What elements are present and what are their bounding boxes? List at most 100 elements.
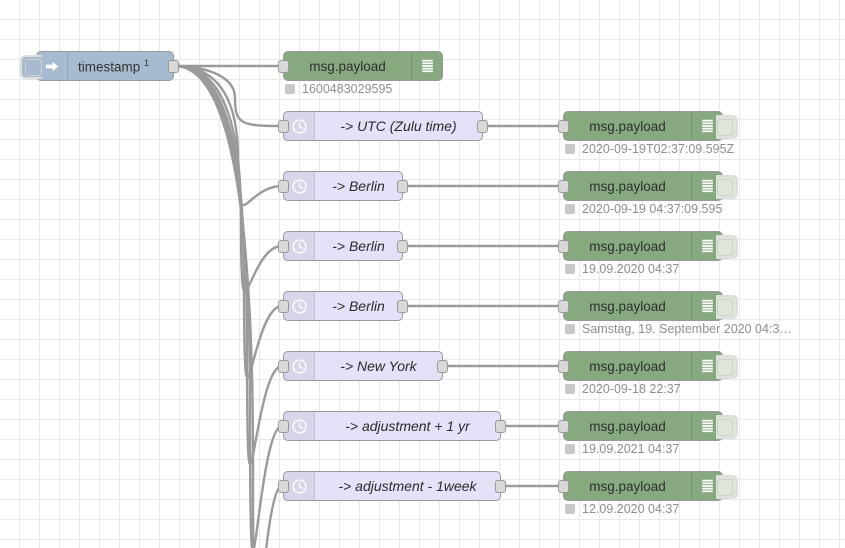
inject-trigger-button[interactable] <box>20 55 42 79</box>
node-input-port[interactable] <box>558 240 569 253</box>
node-input-port[interactable] <box>278 60 289 73</box>
debug-node-debug-5[interactable]: msg.payload <box>558 351 738 381</box>
debug-node-label: msg.payload <box>589 478 666 494</box>
status-dot <box>565 204 575 214</box>
node-input-port[interactable] <box>278 240 289 253</box>
debug-toggle-face <box>717 419 733 436</box>
node-output-port[interactable] <box>397 300 408 313</box>
debug-enable-toggle[interactable] <box>716 235 738 259</box>
debug-lines-icon <box>691 412 722 440</box>
status-dot <box>565 384 575 394</box>
clock-icon <box>284 232 315 260</box>
time-node-time-6[interactable]: -> adjustment + 1 yr <box>278 411 506 441</box>
node-input-port[interactable] <box>558 480 569 493</box>
node-input-port[interactable] <box>558 360 569 373</box>
time-node-time-3[interactable]: -> Berlin <box>278 231 408 261</box>
node-output-port[interactable] <box>168 60 179 73</box>
node-input-port[interactable] <box>278 120 289 133</box>
debug-node-debug-1[interactable]: msg.payload <box>558 111 738 141</box>
debug-lines-icon <box>691 472 722 500</box>
clock-icon <box>284 292 315 320</box>
status-text: 1600483029595 <box>302 82 393 96</box>
node-input-port[interactable] <box>558 180 569 193</box>
node-output-port[interactable] <box>495 480 506 493</box>
status-dot <box>565 444 575 454</box>
clock-icon <box>284 112 315 140</box>
status-dot <box>565 144 575 154</box>
time-node-label: -> Berlin <box>332 298 385 314</box>
node-output-port[interactable] <box>477 120 488 133</box>
time-node-label: -> Berlin <box>332 238 385 254</box>
debug-node-label: msg.payload <box>589 118 666 134</box>
debug-node-label: msg.payload <box>589 238 666 254</box>
wire <box>174 64 283 207</box>
node-input-port[interactable] <box>278 300 289 313</box>
wire <box>174 64 283 548</box>
wire <box>174 64 283 548</box>
node-input-port[interactable] <box>278 360 289 373</box>
inject-node-timestamp[interactable]: timestamp 1 <box>20 51 179 81</box>
debug-lines-icon <box>691 352 722 380</box>
debug-enable-toggle[interactable] <box>716 295 738 319</box>
time-node-label: -> adjustment - 1week <box>338 478 477 494</box>
clock-icon <box>284 412 315 440</box>
debug-node-debug-0[interactable]: msg.payload <box>278 51 443 81</box>
node-status: 2020-09-19T02:37:09.595Z <box>565 142 734 156</box>
debug-node-debug-7[interactable]: msg.payload <box>558 471 738 501</box>
node-input-port[interactable] <box>558 120 569 133</box>
time-node-time-7[interactable]: -> adjustment - 1week <box>278 471 506 501</box>
debug-enable-toggle[interactable] <box>716 115 738 139</box>
debug-enable-toggle[interactable] <box>716 475 738 499</box>
debug-toggle-face <box>717 359 733 376</box>
debug-enable-toggle[interactable] <box>716 175 738 199</box>
status-text: 12.09.2020 04:37 <box>582 502 680 516</box>
debug-toggle-face <box>717 179 733 196</box>
debug-lines-icon <box>691 172 722 200</box>
debug-node-label: msg.payload <box>589 178 666 194</box>
status-text: 2020-09-19 04:37:09.595 <box>582 202 723 216</box>
time-node-time-2[interactable]: -> Berlin <box>278 171 408 201</box>
inject-arrow-icon <box>37 52 68 80</box>
debug-toggle-face <box>717 479 733 496</box>
debug-toggle-face <box>717 239 733 256</box>
node-input-port[interactable] <box>278 420 289 433</box>
time-node-time-5[interactable]: -> New York <box>278 351 448 381</box>
node-input-port[interactable] <box>558 420 569 433</box>
debug-node-debug-6[interactable]: msg.payload <box>558 411 738 441</box>
node-input-port[interactable] <box>278 480 289 493</box>
clock-icon <box>284 472 315 500</box>
debug-node-label: msg.payload <box>309 58 386 74</box>
node-status: 2020-09-18 22:37 <box>565 382 681 396</box>
status-dot <box>565 264 575 274</box>
node-status: Samstag, 19. September 2020 04:3… <box>565 322 792 336</box>
clock-icon <box>284 172 315 200</box>
node-output-port[interactable] <box>397 240 408 253</box>
debug-enable-toggle[interactable] <box>716 415 738 439</box>
node-input-port[interactable] <box>278 180 289 193</box>
status-text: 2020-09-18 22:37 <box>582 382 681 396</box>
node-status: 19.09.2021 04:37 <box>565 442 679 456</box>
time-node-time-4[interactable]: -> Berlin <box>278 291 408 321</box>
status-text: Samstag, 19. September 2020 04:3… <box>582 322 792 336</box>
node-output-port[interactable] <box>495 420 506 433</box>
status-dot <box>285 84 295 94</box>
node-input-port[interactable] <box>558 300 569 313</box>
debug-lines-icon <box>691 112 722 140</box>
node-output-port[interactable] <box>437 360 448 373</box>
time-node-time-1[interactable]: -> UTC (Zulu time) <box>278 111 488 141</box>
wire <box>174 64 283 465</box>
time-node-label: -> Berlin <box>332 178 385 194</box>
debug-node-debug-3[interactable]: msg.payload <box>558 231 738 261</box>
debug-node-label: msg.payload <box>589 358 666 374</box>
debug-node-debug-4[interactable]: msg.payload <box>558 291 738 321</box>
debug-toggle-face <box>717 119 733 136</box>
node-output-port[interactable] <box>397 180 408 193</box>
debug-toggle-face <box>717 299 733 316</box>
node-status: 1600483029595 <box>285 82 392 96</box>
debug-node-debug-2[interactable]: msg.payload <box>558 171 738 201</box>
debug-lines-icon <box>691 292 722 320</box>
debug-enable-toggle[interactable] <box>716 355 738 379</box>
inject-button-face <box>25 59 42 76</box>
